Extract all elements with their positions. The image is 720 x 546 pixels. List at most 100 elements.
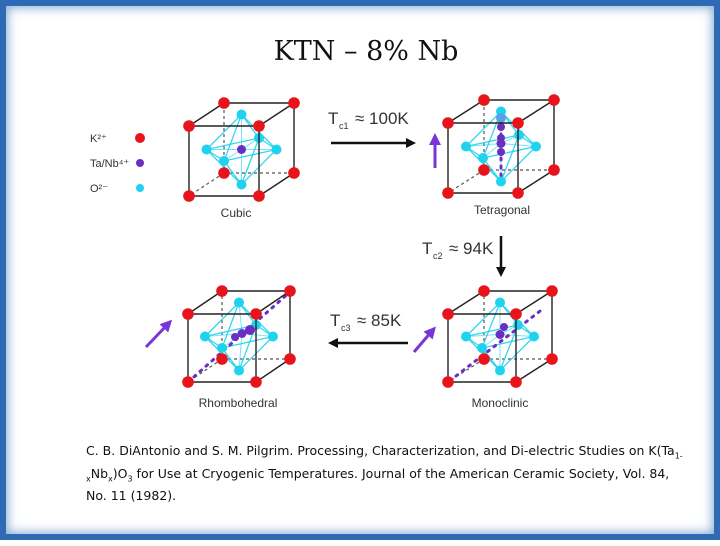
slide-title: KTN – 8% Nb <box>273 36 459 67</box>
tc3-subscript: c3 <box>341 323 351 333</box>
oxygen-ion <box>200 331 210 342</box>
oxygen-ion <box>531 141 541 152</box>
tc1-subscript: c1 <box>339 121 349 131</box>
octahedron-bond <box>240 137 260 185</box>
tc2-subscript: c2 <box>433 251 443 261</box>
tc3-symbol: T <box>330 311 340 330</box>
phase-transition-diagram: K²⁺ Ta/Nb⁴⁺ O²⁻ Cubic Tetragonal Rhomboh… <box>90 94 560 410</box>
potassium-ion <box>284 353 296 365</box>
ta-nb-ion <box>237 145 246 154</box>
tetragonal-unit-cell <box>442 94 560 199</box>
tc3-value: ≈ 85K <box>357 311 402 330</box>
potassium-ion <box>253 190 265 202</box>
oxygen-ion <box>234 297 244 308</box>
tc2-value: ≈ 94K <box>449 239 494 258</box>
potassium-ion <box>442 308 454 320</box>
potassium-ion <box>512 117 524 129</box>
displaced-ion <box>497 148 505 156</box>
oxygen-ion <box>217 343 227 353</box>
potassium-ion <box>216 353 228 365</box>
citation-sub-3: 3 <box>127 474 133 483</box>
potassium-ion <box>218 97 230 109</box>
displacement-path <box>186 290 292 384</box>
potassium-ion <box>183 190 195 202</box>
octahedron-bond <box>465 111 502 147</box>
legend-marker-o <box>136 184 144 192</box>
potassium-ion <box>548 164 560 176</box>
citation-text-1: C. B. DiAntonio and S. M. Pilgrim. Proce… <box>86 443 675 458</box>
oxygen-ion <box>495 297 505 308</box>
potassium-ion <box>510 308 522 320</box>
transition-tc3: T c3 ≈ 85K <box>328 311 408 348</box>
oxygen-ion <box>219 156 229 166</box>
potassium-ion <box>182 308 194 320</box>
potassium-ion <box>546 353 558 365</box>
potassium-ion <box>284 285 296 297</box>
octahedron-bond <box>481 302 501 349</box>
oxygen-ion <box>236 109 247 120</box>
potassium-ion <box>478 353 490 365</box>
displaced-ion <box>496 113 506 123</box>
oxygen-ion <box>529 331 539 342</box>
cell-edge <box>255 290 291 315</box>
legend-label-k: K²⁺ <box>90 133 107 145</box>
oxygen-ion <box>234 365 244 376</box>
legend: K²⁺ Ta/Nb⁴⁺ O²⁻ <box>90 133 145 195</box>
octahedron-bond <box>499 324 519 371</box>
oxygen-ion <box>496 176 506 187</box>
octahedron-bond <box>221 302 240 349</box>
ta-nb-ion <box>496 139 506 148</box>
oxygen-ion <box>513 320 523 330</box>
oxygen-ion <box>461 141 471 152</box>
cell-edge-hidden <box>447 169 485 194</box>
potassium-ion <box>442 376 454 388</box>
oxygen-ion <box>514 130 524 140</box>
cell-edge <box>517 169 555 194</box>
polarization-arrow-monoclinic <box>412 326 436 353</box>
potassium-ion <box>478 285 490 297</box>
potassium-ion <box>250 308 262 320</box>
citation-text-3: )O <box>112 465 128 481</box>
oxygen-ion <box>268 331 278 342</box>
ta-nb-ion <box>237 329 247 338</box>
potassium-ion <box>442 187 454 199</box>
potassium-ion <box>512 187 524 199</box>
potassium-ion <box>250 376 262 388</box>
citation-text-4: for Use at Cryogenic Temperatures. Journ… <box>86 465 670 504</box>
octahedron-bond <box>223 114 243 162</box>
displaced-ion <box>231 333 239 341</box>
displaced-ion <box>497 123 505 131</box>
octahedron-bond <box>481 335 535 349</box>
potassium-ion <box>510 376 522 388</box>
tc1-symbol: T <box>328 109 338 128</box>
monoclinic-unit-cell <box>442 285 558 388</box>
potassium-ion <box>478 164 490 176</box>
citation-sub-1: 1-x <box>86 451 683 484</box>
cell-edge-hidden <box>187 358 223 383</box>
transition-tc1: T c1 ≈ 100K <box>328 109 416 148</box>
cell-edge <box>515 358 553 383</box>
displaced-ion <box>245 325 255 335</box>
potassium-ion <box>548 94 560 106</box>
polarization-arrow-rhombohedral <box>144 319 173 349</box>
cell-edge <box>258 102 295 127</box>
octahedron-bond <box>465 302 501 337</box>
oxygen-ion <box>461 331 471 342</box>
legend-label-o: O²⁻ <box>90 183 108 195</box>
legend-label-ta-nb: Ta/Nb⁴⁺ <box>90 158 129 170</box>
octahedron-bond <box>206 149 242 185</box>
tc2-symbol: T <box>422 239 432 258</box>
potassium-ion <box>183 120 195 132</box>
cell-edge <box>515 290 553 315</box>
octahedron-bond <box>206 114 242 150</box>
oxygen-ion <box>201 144 212 155</box>
oxygen-ion <box>495 365 505 376</box>
potassium-ion <box>253 120 265 132</box>
citation-text-2: Nb <box>90 465 109 481</box>
center-bond <box>238 333 243 371</box>
octahedron-bond <box>499 336 535 371</box>
potassium-ion <box>216 285 228 297</box>
cell-edge <box>187 290 223 315</box>
phase-label-rhombohedral: Rhombohedral <box>199 396 278 410</box>
oxygen-ion <box>478 153 488 163</box>
